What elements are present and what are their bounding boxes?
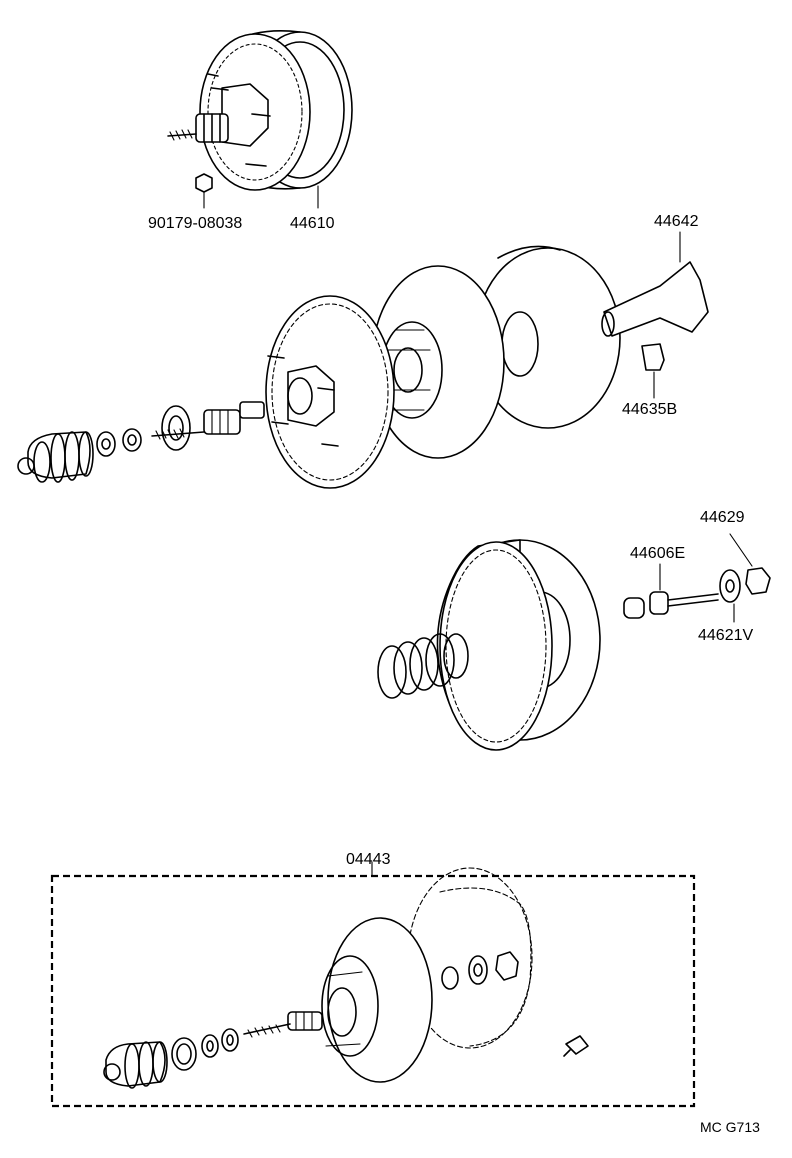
repair-kit-04443 — [50, 861, 696, 1108]
washer-part-44621v — [719, 569, 741, 603]
part-label-44635b: 44635B — [622, 401, 677, 418]
seal-part-44642 — [603, 261, 709, 337]
part-label-44606e: 44606E — [630, 545, 685, 562]
part-label-90179-08038: 90179-08038 — [148, 215, 242, 232]
rear-shell-assembly — [377, 533, 771, 751]
part-label-44642: 44642 — [654, 213, 699, 230]
part-label-44610: 44610 — [290, 215, 335, 232]
part-label-44621v: 44621V — [698, 627, 753, 644]
nut-part — [195, 173, 213, 193]
diaphragm-assembly — [17, 231, 709, 489]
figure-code: MC G713 — [700, 1119, 760, 1135]
part-label-44629: 44629 — [700, 509, 745, 526]
part-label-04443: 04443 — [346, 851, 391, 868]
nut-part-44629 — [745, 567, 771, 595]
brake-booster-assembly — [167, 30, 353, 209]
clip-part-44635b — [641, 343, 665, 371]
